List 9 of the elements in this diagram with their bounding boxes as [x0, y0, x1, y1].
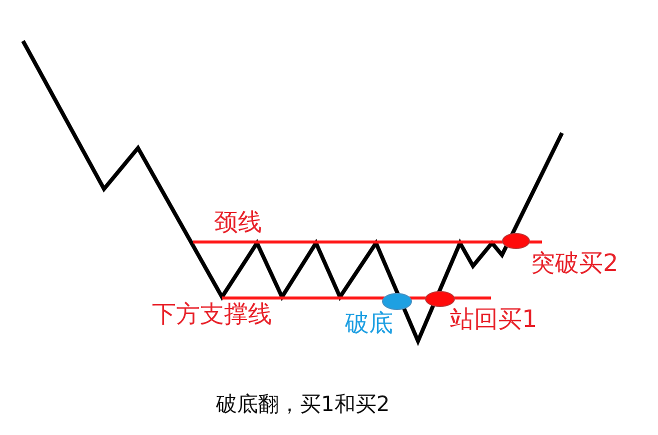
point-marker	[502, 233, 530, 249]
marker-label: 站回买1	[450, 307, 538, 331]
marker-label: 突破买2	[531, 251, 618, 275]
diagram-caption: 破底翻，买1和买2	[216, 394, 390, 415]
neckline-label: 颈线	[214, 210, 262, 234]
support-line-label: 下方支撑线	[152, 302, 272, 326]
point-marker	[425, 291, 455, 307]
marker-label: 破底	[345, 311, 393, 335]
point-marker	[382, 292, 412, 310]
